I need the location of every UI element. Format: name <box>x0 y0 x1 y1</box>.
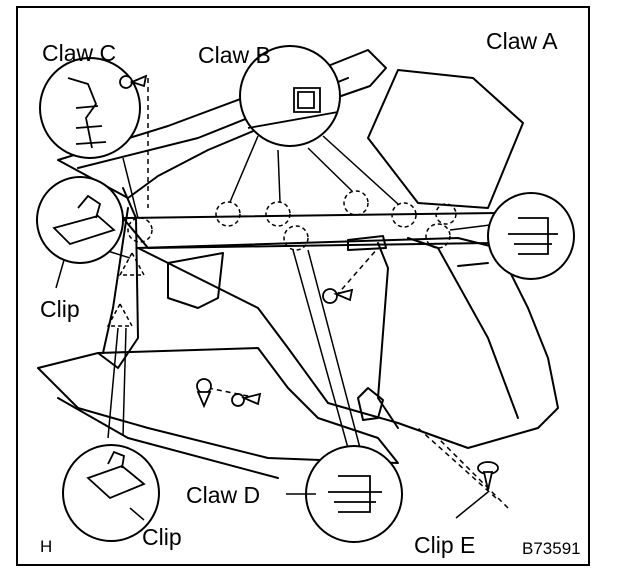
diagram-frame: Claw A Claw B Claw C Clip Claw D Clip Cl… <box>16 6 590 566</box>
clip-location-1 <box>118 251 146 276</box>
clip-left-label: Clip <box>40 296 80 322</box>
rear-window <box>367 69 524 209</box>
clip-bottom-pointer <box>129 507 145 521</box>
claw-b-label: Claw B <box>198 42 271 68</box>
clip-e-label: Clip E <box>414 532 476 558</box>
lower-striker <box>357 387 384 421</box>
claw-c-location <box>127 217 153 243</box>
figure-code: B73591 <box>522 539 581 558</box>
floor-outline <box>37 347 399 464</box>
left-rail <box>102 207 129 354</box>
panel-inner-edge-2 <box>377 242 399 429</box>
top-screw <box>119 74 148 89</box>
clip-bottom-callout <box>107 327 119 439</box>
claw-d-callout-2 <box>307 249 361 449</box>
claw-c-detail-part <box>67 77 98 149</box>
claw-c-label: Claw C <box>42 40 117 66</box>
panel-slot <box>347 235 387 251</box>
view-letter: H <box>40 537 53 556</box>
floor-edge <box>57 397 279 479</box>
clip-e-pointer <box>455 491 489 519</box>
clip-location-2 <box>106 302 134 327</box>
mid-bolt <box>322 288 354 304</box>
claw-a-label: Claw A <box>486 28 558 54</box>
panel-inner-edge <box>407 237 519 419</box>
claw-b-location-4 <box>391 202 417 228</box>
clip-bottom-detail-circle <box>62 444 160 542</box>
claw-a-detail-part <box>518 217 549 255</box>
claw-b-callout-2 <box>277 149 281 203</box>
clip-bottom-callout-2 <box>122 327 127 437</box>
clip-e-fastener <box>477 461 499 491</box>
claw-d-callout <box>292 249 349 449</box>
clip-bottom-label: Clip <box>142 524 182 550</box>
quarter-trim-panel <box>137 237 559 449</box>
claw-d-detail-circle <box>305 445 403 543</box>
claw-b-location-1 <box>215 201 241 227</box>
claw-b-detail-circle <box>239 45 341 147</box>
claw-a-location-1 <box>425 223 451 249</box>
leader-bolt-mid <box>335 247 379 297</box>
clip-left-pointer <box>55 259 65 289</box>
claw-b-callout-3 <box>307 147 353 192</box>
claw-a-location-2 <box>435 203 457 225</box>
claw-d-label: Claw D <box>186 482 261 508</box>
claw-c-detail-circle <box>39 57 141 159</box>
clip-bottom-detail-part <box>86 464 146 500</box>
clip-left-detail-part <box>52 215 116 246</box>
claw-d-location <box>283 225 309 251</box>
panel-slot-2 <box>457 262 489 267</box>
claw-b-location-2 <box>265 201 291 227</box>
claw-d-detail-part <box>338 475 371 513</box>
claw-b-detail-part <box>293 87 321 113</box>
claw-a-detail-circle <box>487 192 575 280</box>
claw-c-callout <box>122 157 139 219</box>
trim-panel-illustration <box>36 45 575 543</box>
claw-b-location-3 <box>343 190 369 216</box>
claw-b-callout-1 <box>229 135 259 203</box>
claw-b-callout-4 <box>322 135 399 205</box>
lower-clip <box>196 378 212 409</box>
pillar <box>97 187 139 369</box>
leader-clip-e-2 <box>437 437 509 509</box>
panel-opening <box>167 252 224 309</box>
lower-bolt <box>231 392 262 407</box>
